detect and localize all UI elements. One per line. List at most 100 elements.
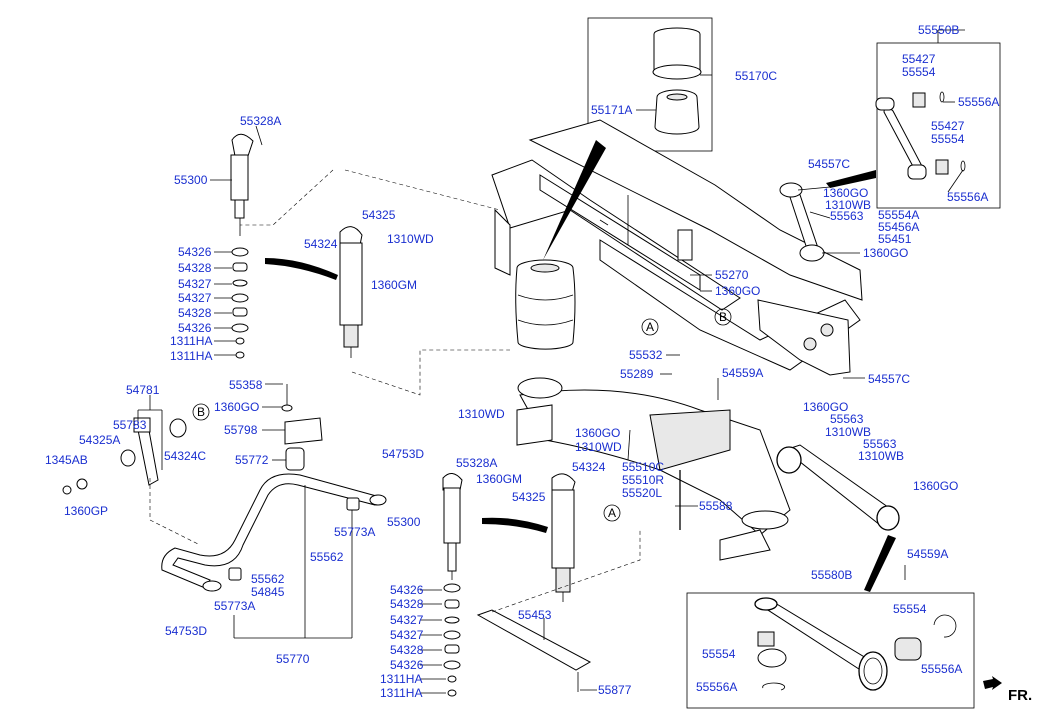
- label-1310WB-r2[interactable]: 1310WB: [825, 425, 871, 439]
- label-55270[interactable]: 55270: [715, 268, 749, 282]
- label-1360GO-r3[interactable]: 1360GO: [803, 400, 848, 414]
- label-54327-2[interactable]: 54327: [178, 291, 212, 305]
- dashed-guide-plate: [491, 530, 641, 613]
- bump-stopper-illustration: [654, 89, 700, 135]
- label-1360GO-r2[interactable]: 1360GO: [863, 246, 908, 260]
- label-55554A[interactable]: 55554A: [878, 208, 919, 222]
- label-55427-b[interactable]: 55427: [931, 119, 965, 133]
- label-54325-top[interactable]: 54325: [362, 208, 396, 222]
- label-55556A-c[interactable]: 55556A: [921, 662, 962, 676]
- label-1311HA-3[interactable]: 1311HA: [380, 672, 422, 686]
- label-55563-r2[interactable]: 55563: [830, 412, 864, 426]
- label-1360GO-c1[interactable]: 1360GO: [575, 426, 620, 440]
- label-55427-a[interactable]: 55427: [902, 52, 936, 66]
- label-54559A-mid[interactable]: 54559A: [722, 366, 763, 380]
- label-55588[interactable]: 55588: [699, 499, 733, 513]
- label-55580B[interactable]: 55580B: [811, 568, 852, 582]
- label-54557C-top[interactable]: 54557C: [808, 157, 850, 171]
- label-55556A-b[interactable]: 55556A: [947, 190, 988, 204]
- label-55554-d[interactable]: 55554: [702, 647, 736, 661]
- label-1360GO-r1[interactable]: 1360GO: [823, 186, 868, 200]
- label-54559A-bot[interactable]: 54559A: [907, 547, 948, 561]
- label-54324-mid[interactable]: 54324: [572, 460, 606, 474]
- label-1310WD-mid[interactable]: 1310WD: [458, 407, 505, 421]
- label-55783[interactable]: 55783: [113, 418, 147, 432]
- label-55563-r1[interactable]: 55563: [830, 209, 864, 223]
- bracket-and-bushing-illustration: [281, 384, 323, 471]
- dashed-guide-shock-frame: [344, 169, 501, 211]
- label-55798[interactable]: 55798: [224, 423, 258, 437]
- label-55532[interactable]: 55532: [629, 348, 663, 362]
- label-55456A[interactable]: 55456A: [878, 220, 919, 234]
- label-1360GP[interactable]: 1360GP: [64, 504, 108, 518]
- label-54326-1[interactable]: 54326: [178, 245, 212, 259]
- label-55562-l[interactable]: 55562: [251, 572, 285, 586]
- label-54328-4[interactable]: 54328: [390, 643, 424, 657]
- label-1311HA-1[interactable]: 1311HA: [170, 334, 212, 348]
- label-54328-1[interactable]: 54328: [178, 261, 212, 275]
- label-55562-r[interactable]: 55562: [310, 550, 344, 564]
- label-54325A[interactable]: 54325A: [79, 433, 120, 447]
- label-55170C[interactable]: 55170C: [735, 69, 777, 83]
- label-55554-a[interactable]: 55554: [902, 65, 936, 79]
- label-55300-top[interactable]: 55300: [174, 173, 208, 187]
- label-54324-top[interactable]: 54324: [304, 237, 338, 251]
- label-1311HA-2[interactable]: 1311HA: [170, 349, 212, 363]
- label-55770[interactable]: 55770: [276, 652, 310, 666]
- label-1360GO-l[interactable]: 1360GO: [214, 400, 259, 414]
- label-54324C[interactable]: 54324C: [164, 449, 206, 463]
- label-1310WD-c[interactable]: 1310WD: [575, 440, 622, 454]
- label-55563-r3[interactable]: 55563: [863, 437, 897, 451]
- washer-stack-top-illustration: [231, 247, 249, 359]
- label-1360GO-mid[interactable]: 1360GO: [715, 284, 760, 298]
- label-55520L[interactable]: 55520L: [622, 486, 662, 500]
- label-55300-mid[interactable]: 55300: [387, 515, 421, 529]
- label-54328-3[interactable]: 54328: [390, 597, 424, 611]
- label-54327-3[interactable]: 54327: [390, 613, 424, 627]
- inset-box-lower-arm: [686, 592, 975, 709]
- front-direction-arrow-icon: [983, 676, 1002, 690]
- label-54845[interactable]: 54845: [251, 585, 285, 599]
- dashed-guide-shock-left: [240, 169, 334, 226]
- pointer-arrow-shock-mid: [482, 517, 548, 533]
- label-54325-mid[interactable]: 54325: [512, 490, 546, 504]
- label-55451[interactable]: 55451: [878, 232, 912, 246]
- label-55328A-mid[interactable]: 55328A: [456, 456, 497, 470]
- label-54781[interactable]: 54781: [126, 383, 160, 397]
- label-55773A-l[interactable]: 55773A: [214, 599, 255, 613]
- label-54328-2[interactable]: 54328: [178, 306, 212, 320]
- label-55358[interactable]: 55358: [229, 378, 263, 392]
- label-1311HA-4[interactable]: 1311HA: [380, 686, 422, 700]
- label-55772[interactable]: 55772: [235, 453, 269, 467]
- label-54557C-bot[interactable]: 54557C: [868, 372, 910, 386]
- label-55289[interactable]: 55289: [620, 367, 654, 381]
- label-55554-b[interactable]: 55554: [931, 132, 965, 146]
- label-1360GM-top[interactable]: 1360GM: [371, 278, 417, 292]
- label-55510C[interactable]: 55510C: [622, 460, 664, 474]
- label-55550B[interactable]: 55550B: [918, 23, 959, 37]
- label-55453[interactable]: 55453: [518, 608, 552, 622]
- label-1360GO-r4[interactable]: 1360GO: [913, 479, 958, 493]
- label-54327-1[interactable]: 54327: [178, 277, 212, 291]
- label-54753D-top[interactable]: 54753D: [382, 447, 424, 461]
- marker-a-label-1: A: [646, 320, 654, 334]
- label-1310WD-top[interactable]: 1310WD: [387, 232, 434, 246]
- label-55556A-a[interactable]: 55556A: [958, 95, 999, 109]
- label-1310WB-r1[interactable]: 1310WB: [825, 198, 871, 212]
- label-55556A-d[interactable]: 55556A: [696, 680, 737, 694]
- label-1310WB-r3[interactable]: 1310WB: [858, 449, 904, 463]
- label-55877[interactable]: 55877: [598, 683, 632, 697]
- label-54326-2[interactable]: 54326: [178, 321, 212, 335]
- label-54326-3[interactable]: 54326: [390, 583, 424, 597]
- label-1360GM-mid[interactable]: 1360GM: [476, 472, 522, 486]
- label-55171A[interactable]: 55171A: [591, 103, 632, 117]
- label-55554-c[interactable]: 55554: [893, 602, 927, 616]
- shock-absorber-mid-left-illustration: [442, 473, 463, 580]
- label-54753D-bot[interactable]: 54753D: [165, 624, 207, 638]
- label-54326-4[interactable]: 54326: [390, 658, 424, 672]
- label-1345AB[interactable]: 1345AB: [45, 453, 88, 467]
- label-55328A-top[interactable]: 55328A: [240, 114, 281, 128]
- label-55773A-r[interactable]: 55773A: [334, 525, 375, 539]
- label-55510R[interactable]: 55510R: [622, 473, 664, 487]
- label-54327-4[interactable]: 54327: [390, 628, 424, 642]
